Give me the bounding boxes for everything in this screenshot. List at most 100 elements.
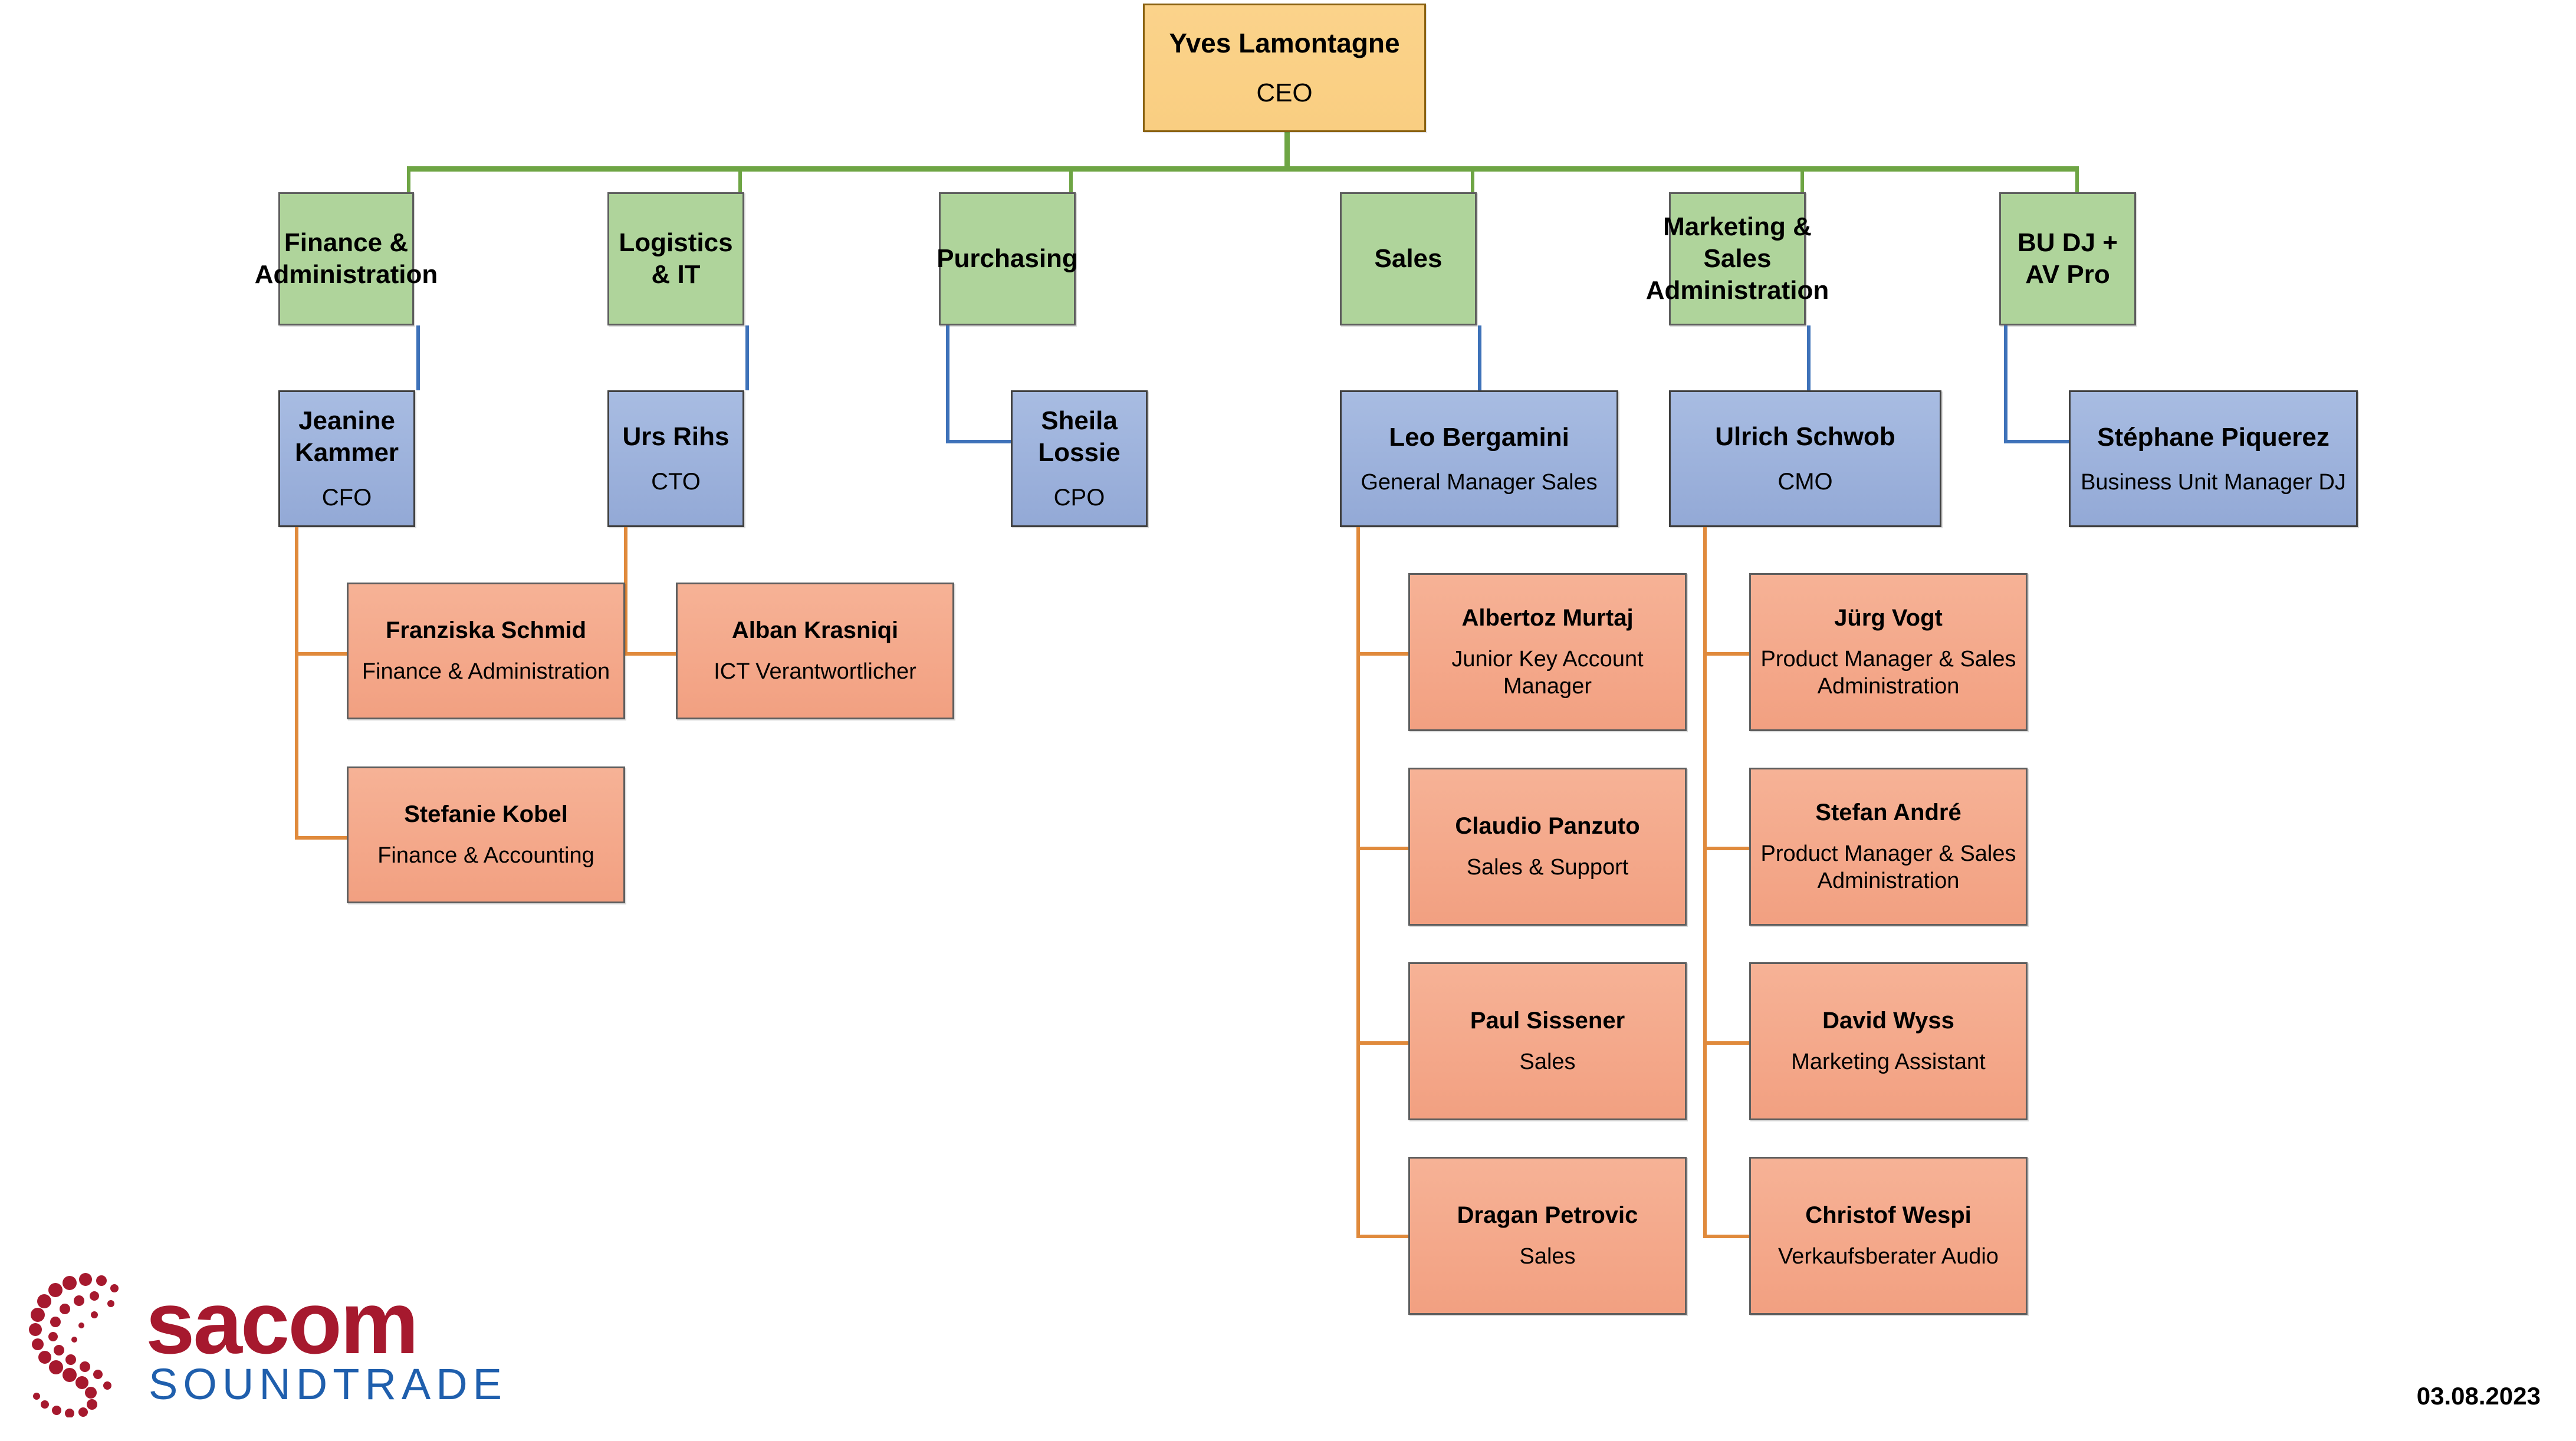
- staff-name: Christof Wespi: [1805, 1202, 1972, 1229]
- manager-title: CPO: [1053, 485, 1105, 511]
- connector-marketing-to-cmo: [1807, 325, 1811, 390]
- connector-logistics-to-cto: [745, 325, 749, 390]
- manager-name: Jeanine Kammer: [294, 406, 399, 467]
- stub-paul-sissener: [1356, 1041, 1411, 1045]
- staff-title: ICT Verantwortlicher: [714, 659, 916, 685]
- staff-title: Marketing Assistant: [1791, 1050, 1986, 1075]
- connector-dept-drop-5: [1800, 166, 1804, 192]
- dept-box-finance-administration[interactable]: Finance & Administration: [255, 192, 438, 325]
- manager-box-stephane-piquerez[interactable]: Stéphane Piquerez Business Unit Manager …: [2069, 390, 2358, 527]
- staff-name: Stefan André: [1815, 800, 1961, 826]
- staff-name: Paul Sissener: [1470, 1008, 1625, 1034]
- staff-title: Product Manager & Sales Administration: [1760, 841, 2016, 894]
- stub-franziska-schmid: [295, 652, 349, 656]
- manager-title: Business Unit Manager DJ: [2081, 469, 2346, 495]
- spine-sales: [1356, 527, 1360, 1238]
- manager-title: CMO: [1777, 469, 1833, 495]
- spine-finance: [295, 527, 298, 840]
- ceo-title: CEO: [1256, 78, 1313, 108]
- manager-name: Stéphane Piquerez: [2097, 422, 2329, 452]
- staff-name: Stefanie Kobel: [404, 801, 568, 828]
- manager-title: CTO: [651, 469, 701, 495]
- connector-dept-drop-1: [407, 166, 410, 192]
- stub-claudio-panzuto: [1356, 847, 1411, 850]
- manager-box-sheila-lossie[interactable]: Sheila Lossie CPO: [1011, 390, 1148, 527]
- staff-title: Verkaufsberater Audio: [1778, 1244, 1999, 1269]
- staff-name: Dragan Petrovic: [1457, 1202, 1638, 1229]
- staff-name: Jürg Vogt: [1834, 605, 1943, 631]
- connector-dept-drop-3: [1069, 166, 1073, 192]
- connector-dept-drop-2: [738, 166, 742, 192]
- connector-dept-drop-4: [1471, 166, 1474, 192]
- stub-stefanie-kobel: [295, 836, 349, 840]
- staff-box-stefan-andre[interactable]: Stefan André Product Manager & Sales Adm…: [1749, 768, 2028, 926]
- ceo-box-yves-lamontagne[interactable]: Yves Lamontagne CEO: [1143, 4, 1426, 132]
- dept-label: Marketing & Sales Administration: [1645, 212, 1829, 305]
- staff-box-paul-sissener[interactable]: Paul Sissener Sales: [1408, 962, 1687, 1120]
- manager-box-ulrich-schwob[interactable]: Ulrich Schwob CMO: [1669, 390, 1941, 527]
- logo-wordmark: sacom: [146, 1273, 419, 1372]
- manager-name: Ulrich Schwob: [1715, 422, 1895, 451]
- staff-name: Franziska Schmid: [385, 617, 587, 644]
- dept-label: Sales: [1374, 244, 1443, 274]
- stub-david-wyss: [1703, 1041, 1752, 1045]
- manager-title: CFO: [321, 485, 372, 511]
- staff-name: Albertoz Murtaj: [1461, 605, 1634, 631]
- manager-name: Sheila Lossie: [1038, 406, 1121, 467]
- staff-box-dragan-petrovic[interactable]: Dragan Petrovic Sales: [1408, 1157, 1687, 1315]
- staff-box-stefanie-kobel[interactable]: Stefanie Kobel Finance & Accounting: [347, 766, 625, 903]
- manager-box-urs-rihs[interactable]: Urs Rihs CTO: [607, 390, 744, 527]
- ceo-name: Yves Lamontagne: [1169, 28, 1400, 59]
- connector-budj-to-bum-horizontal: [2004, 440, 2069, 443]
- sacom-soundtrade-logo: sacom SOUNDTRADE: [25, 1242, 502, 1419]
- stub-christof-wespi: [1703, 1235, 1752, 1238]
- spine-logistics: [624, 527, 627, 654]
- staff-box-david-wyss[interactable]: David Wyss Marketing Assistant: [1749, 962, 2028, 1120]
- connector-dept-drop-6: [2075, 166, 2079, 192]
- connector-purchasing-to-cpo-horizontal: [946, 440, 1011, 443]
- staff-name: Claudio Panzuto: [1455, 813, 1640, 840]
- manager-title: General Manager Sales: [1361, 469, 1598, 495]
- staff-title: Finance & Administration: [362, 659, 610, 685]
- connector-budj-to-bum-vertical: [2004, 325, 2007, 443]
- staff-box-franziska-schmid[interactable]: Franziska Schmid Finance & Administratio…: [347, 583, 625, 719]
- staff-box-claudio-panzuto[interactable]: Claudio Panzuto Sales & Support: [1408, 768, 1687, 926]
- staff-title: Sales: [1519, 1050, 1576, 1075]
- manager-box-leo-bergamini[interactable]: Leo Bergamini General Manager Sales: [1340, 390, 1618, 527]
- spine-marketing: [1703, 527, 1707, 1238]
- dept-box-purchasing[interactable]: Purchasing: [937, 192, 1078, 325]
- connector-dept-bus: [407, 166, 2079, 172]
- dept-box-marketing-sales-administration[interactable]: Marketing & Sales Administration: [1646, 192, 1829, 325]
- staff-name: Alban Krasniqi: [731, 617, 899, 644]
- staff-box-christof-wespi[interactable]: Christof Wespi Verkaufsberater Audio: [1749, 1157, 2028, 1315]
- sacom-dot-swirl-icon: [29, 1273, 119, 1417]
- staff-title: Junior Key Account Manager: [1451, 647, 1644, 699]
- connector-ceo-stem: [1284, 131, 1290, 166]
- dept-box-sales[interactable]: Sales: [1340, 192, 1477, 325]
- staff-box-juerg-vogt[interactable]: Jürg Vogt Product Manager & Sales Admini…: [1749, 573, 2028, 731]
- staff-box-alban-krasniqi[interactable]: Alban Krasniqi ICT Verantwortlicher: [676, 583, 954, 719]
- manager-box-jeanine-kammer[interactable]: Jeanine Kammer CFO: [278, 390, 415, 527]
- connector-finance-to-cfo: [416, 325, 420, 390]
- dept-box-logistics-it[interactable]: Logistics & IT: [607, 192, 744, 325]
- staff-title: Product Manager & Sales Administration: [1760, 647, 2016, 699]
- staff-title: Sales: [1519, 1244, 1576, 1269]
- chart-date: 03.08.2023: [2416, 1382, 2541, 1410]
- connector-purchasing-to-cpo-vertical: [946, 325, 949, 443]
- staff-box-albertoz-murtaj[interactable]: Albertoz Murtaj Junior Key Account Manag…: [1408, 573, 1687, 731]
- stub-alban-krasniqi: [624, 652, 678, 656]
- logo-subword: SOUNDTRADE: [149, 1360, 508, 1409]
- staff-title: Finance & Accounting: [377, 843, 594, 868]
- dept-label: Finance & Administration: [254, 228, 438, 289]
- dept-label: Purchasing: [937, 244, 1078, 274]
- stub-juerg-vogt: [1703, 652, 1752, 656]
- manager-name: Urs Rihs: [622, 422, 730, 451]
- dept-label: Logistics & IT: [619, 228, 733, 289]
- connector-sales-to-gm: [1478, 325, 1481, 390]
- staff-name: David Wyss: [1822, 1008, 1954, 1034]
- dept-box-bu-dj-av-pro[interactable]: BU DJ + AV Pro: [1999, 192, 2136, 325]
- dept-label: BU DJ + AV Pro: [2018, 228, 2118, 289]
- stub-dragan-petrovic: [1356, 1235, 1411, 1238]
- stub-albertoz-murtaj: [1356, 652, 1411, 656]
